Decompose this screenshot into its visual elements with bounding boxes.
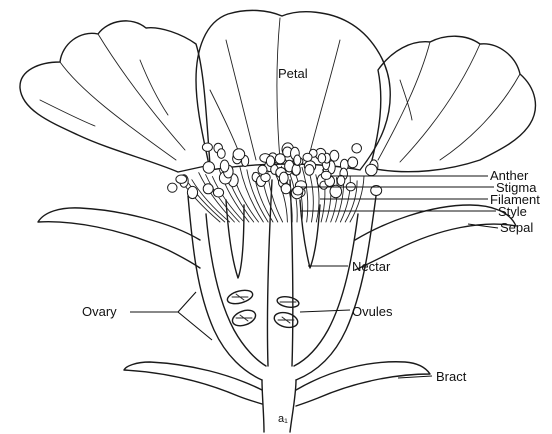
label-sepal: Sepal: [500, 220, 533, 235]
anther-blob: [203, 184, 213, 194]
label-style: Style: [498, 204, 527, 219]
ovules: [226, 288, 300, 330]
label-ovary: Ovary: [82, 304, 117, 319]
anther-blob: [281, 184, 291, 194]
label-ovules: Ovules: [352, 304, 393, 319]
anther-blob: [187, 186, 197, 198]
bract-left: [124, 362, 262, 404]
bracts: [124, 362, 430, 406]
label-corner-mark: a₁: [278, 413, 288, 425]
anther-blob: [213, 188, 223, 197]
anther-blob: [275, 154, 285, 164]
anther-blob: [203, 162, 214, 174]
anther-blob: [266, 156, 274, 167]
anther-blob: [176, 175, 187, 183]
anther-blob: [258, 165, 267, 174]
petals: [20, 10, 535, 172]
label-bract: Bract: [436, 369, 467, 384]
anther-blob: [233, 149, 245, 160]
label-petal: Petal: [278, 66, 308, 81]
anther-blob: [294, 155, 301, 165]
leader-lines: [130, 176, 498, 378]
anther-blob: [366, 164, 378, 175]
anther-blob: [217, 149, 225, 159]
label-nectar: Nectar: [352, 259, 391, 274]
sepals: [38, 205, 516, 270]
petal-left: [20, 21, 210, 172]
anther-blob: [337, 175, 345, 185]
anther-blob: [321, 171, 331, 179]
sepal-left: [38, 208, 200, 268]
anther-blob: [220, 160, 229, 172]
anther-blob: [348, 157, 358, 168]
anther-blob: [168, 183, 177, 192]
anther-blob: [330, 150, 339, 161]
anther-cluster: [168, 143, 382, 199]
anther-blob: [303, 153, 312, 161]
anther-blob: [318, 154, 326, 164]
anther-blob: [352, 144, 362, 153]
filament-line: [309, 171, 313, 222]
anther-blob: [279, 172, 288, 184]
anther-blob: [305, 165, 314, 176]
anther-blob: [202, 143, 212, 151]
